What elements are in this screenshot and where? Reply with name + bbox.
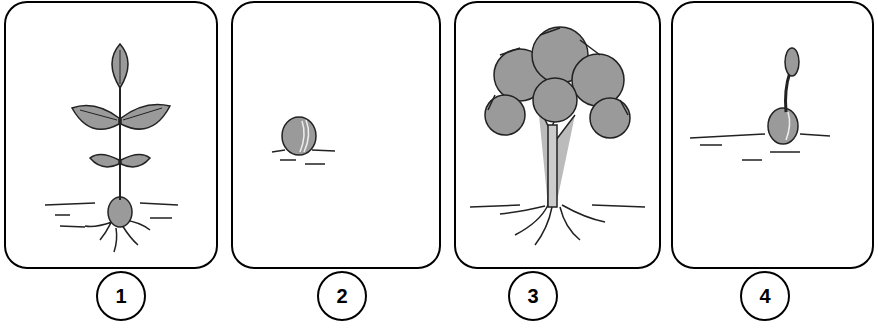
callout-number: 2 xyxy=(336,286,347,306)
number-circle: 1 xyxy=(96,271,146,321)
panel xyxy=(455,2,660,268)
callout-number: 3 xyxy=(527,286,538,306)
germinating-seed xyxy=(690,48,830,160)
callout-number: 1 xyxy=(115,286,126,306)
number-circle: 3 xyxy=(508,271,558,321)
seedling xyxy=(45,44,178,252)
number-circle: 4 xyxy=(740,271,790,321)
tree xyxy=(470,27,645,245)
number-circle: 2 xyxy=(317,271,367,321)
panel xyxy=(232,2,440,268)
panel xyxy=(5,2,217,268)
callout-number: 4 xyxy=(759,286,770,306)
panel xyxy=(672,2,873,268)
seed xyxy=(272,117,335,164)
